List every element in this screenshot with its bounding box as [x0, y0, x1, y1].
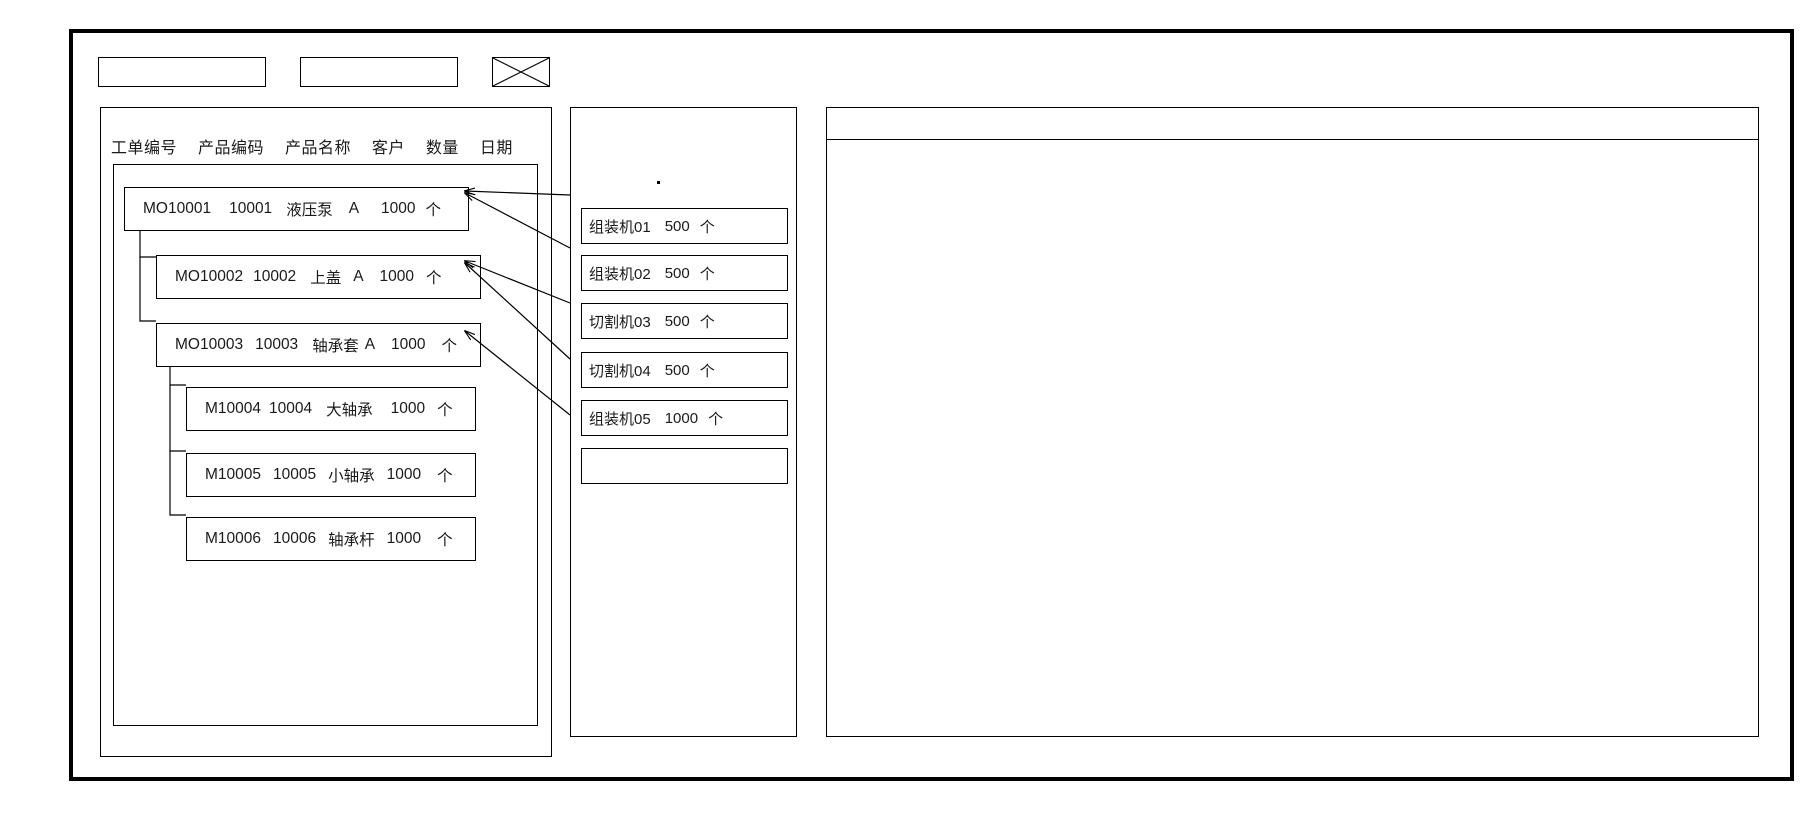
- table-row[interactable]: M10005 10005 小轴承 1000 个: [186, 453, 476, 497]
- app-window-frame: 工单编号 产品编码 产品名称 客户 数量 日期 MO10001 10001 液压…: [69, 29, 1794, 781]
- machine-name: 切割机04: [589, 362, 651, 380]
- list-item[interactable]: 切割机03 500 个: [581, 303, 788, 339]
- row-unit: 个: [441, 338, 458, 355]
- machine-name: 组装机05: [589, 410, 651, 428]
- row-product-name: 液压泵: [286, 202, 333, 219]
- column-header-product-code: 产品编码: [197, 140, 264, 157]
- column-header-qty: 数量: [425, 140, 459, 157]
- work-order-panel: 工单编号 产品编码 产品名称 客户 数量 日期 MO10001 10001 液压…: [100, 107, 552, 757]
- row-customer: A: [353, 268, 364, 285]
- row-product-code: 10003: [255, 336, 299, 353]
- machine-qty: 500: [664, 312, 690, 330]
- detail-panel-body[interactable]: [827, 140, 1758, 736]
- row-order-no: M10005: [205, 466, 262, 483]
- toolbar: [98, 55, 550, 89]
- list-item[interactable]: 切割机04 500 个: [581, 352, 788, 388]
- machine-name: 切割机03: [589, 313, 651, 331]
- machine-list-panel: 组装机01 500 个 组装机02 500 个 切割机03 500 个 切割机0…: [570, 107, 797, 737]
- list-item[interactable]: 组装机02 500 个: [581, 255, 788, 291]
- machine-qty: 1000: [664, 409, 699, 427]
- row-unit: 个: [425, 202, 442, 219]
- machine-qty: 500: [664, 361, 690, 379]
- row-qty: 1000: [386, 530, 422, 547]
- row-product-name: 轴承杆: [328, 532, 375, 549]
- list-item[interactable]: 组装机05 1000 个: [581, 400, 788, 436]
- detail-panel-header: [827, 108, 1758, 140]
- detail-panel: [826, 107, 1759, 737]
- row-order-no: M10006: [205, 530, 262, 547]
- row-customer: A: [348, 200, 360, 217]
- row-qty: 1000: [391, 336, 426, 353]
- row-product-code: 10004: [269, 400, 313, 417]
- column-header-customer: 客户: [371, 140, 405, 157]
- row-order-no: MO10002: [175, 268, 244, 285]
- row-unit: 个: [426, 270, 442, 287]
- table-row[interactable]: MO10003 10003 轴承套 A 1000 个: [156, 323, 481, 367]
- row-unit: 个: [437, 402, 453, 419]
- list-item[interactable]: 组装机01 500 个: [581, 208, 788, 244]
- row-unit: 个: [437, 468, 453, 485]
- row-qty: 1000: [381, 200, 416, 217]
- table-row[interactable]: M10006 10006 轴承杆 1000 个: [186, 517, 476, 561]
- row-unit: 个: [437, 532, 453, 549]
- machine-unit: 个: [699, 313, 715, 331]
- machine-unit: 个: [699, 218, 715, 236]
- row-order-no: M10004: [205, 400, 262, 417]
- machine-unit: 个: [699, 265, 715, 283]
- table-row[interactable]: M10004 10004 大轴承 1000 个: [186, 387, 476, 431]
- schedule-area: 组装机01 500 个 组装机02 500 个 切割机03 500 个 切割机0…: [570, 107, 1759, 737]
- machine-qty: 500: [664, 264, 690, 282]
- machine-unit: 个: [699, 362, 715, 380]
- tree-connector-lines: [139, 229, 186, 516]
- row-qty: 1000: [379, 268, 415, 285]
- crossed-box-icon[interactable]: [492, 57, 550, 87]
- work-order-column-headers: 工单编号 产品编码 产品名称 客户 数量 日期: [111, 134, 513, 158]
- row-product-name: 轴承套: [312, 338, 359, 355]
- row-qty: 1000: [386, 466, 422, 483]
- row-product-code: 10005: [273, 466, 317, 483]
- column-header-product-name: 产品名称: [284, 140, 351, 157]
- table-row[interactable]: MO10002 10002 上盖 A 1000 个: [156, 255, 481, 299]
- column-header-date: 日期: [479, 140, 513, 157]
- table-row[interactable]: MO10001 10001 液压泵 A 1000 个: [124, 187, 469, 231]
- row-product-code: 10002: [253, 268, 297, 285]
- machine-qty: 500: [664, 217, 690, 235]
- column-header-order-no: 工单编号: [111, 140, 178, 157]
- work-order-tree: MO10001 10001 液压泵 A 1000 个 MO10002 10002…: [113, 164, 538, 726]
- row-product-code: 10006: [273, 530, 317, 547]
- row-order-no: MO10003: [175, 336, 244, 353]
- toolbar-field-1[interactable]: [98, 57, 266, 87]
- machine-name: 组装机02: [589, 265, 651, 283]
- row-product-name: 上盖: [310, 270, 342, 287]
- machine-name: 组装机01: [589, 218, 651, 236]
- row-product-name: 大轴承: [326, 402, 373, 419]
- row-product-code: 10001: [229, 200, 273, 217]
- row-customer: A: [364, 336, 376, 353]
- list-item-empty[interactable]: [581, 448, 788, 484]
- row-order-no: MO10001: [143, 200, 212, 217]
- row-product-name: 小轴承: [328, 468, 375, 485]
- row-qty: 1000: [390, 400, 426, 417]
- panel-marker-dot: [657, 181, 660, 184]
- machine-unit: 个: [708, 410, 724, 428]
- toolbar-field-2[interactable]: [300, 57, 458, 87]
